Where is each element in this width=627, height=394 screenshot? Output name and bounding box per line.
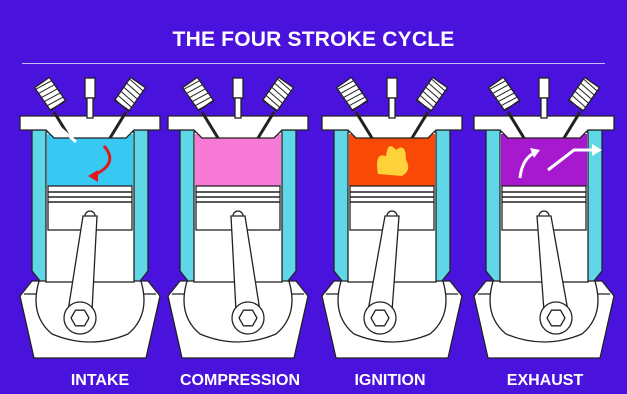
- intake-valve-spring: [489, 77, 520, 111]
- engine-intake: [20, 77, 160, 358]
- stroke-label-exhaust: EXHAUST: [485, 372, 605, 390]
- engine-ignition: [322, 77, 462, 358]
- crank-nut: [371, 310, 389, 326]
- page-title: THE FOUR STROKE CYCLE: [0, 28, 627, 52]
- crank-nut: [71, 310, 89, 326]
- spark-plug-body: [87, 98, 93, 118]
- spark-plug: [387, 78, 397, 98]
- intake-valve-spring: [35, 77, 66, 111]
- intake-valve-spring: [337, 77, 368, 111]
- spark-plug: [233, 78, 243, 98]
- spark-plug-body: [389, 98, 395, 118]
- engine-exhaust: [474, 77, 614, 358]
- spark-plug: [539, 78, 549, 98]
- exhaust-valve-spring: [568, 77, 599, 111]
- spark-plug-body: [235, 98, 241, 118]
- combustion-chamber: [501, 134, 587, 186]
- exhaust-valve-spring: [114, 77, 145, 111]
- spark-plug-body: [541, 98, 547, 118]
- title-divider: [22, 63, 605, 64]
- spark-plug: [85, 78, 95, 98]
- exhaust-valve-spring: [416, 77, 447, 111]
- exhaust-valve-spring: [262, 77, 293, 111]
- combustion-chamber: [47, 134, 133, 186]
- crank-nut: [239, 310, 257, 326]
- crank-nut: [547, 310, 565, 326]
- stroke-label-compression: COMPRESSION: [165, 372, 315, 390]
- stroke-label-intake: INTAKE: [40, 372, 160, 390]
- engine-compression: [168, 77, 308, 358]
- intake-valve-spring: [183, 77, 214, 111]
- stroke-label-ignition: IGNITION: [330, 372, 450, 390]
- combustion-chamber: [195, 134, 281, 186]
- engine-diagram: [0, 66, 627, 366]
